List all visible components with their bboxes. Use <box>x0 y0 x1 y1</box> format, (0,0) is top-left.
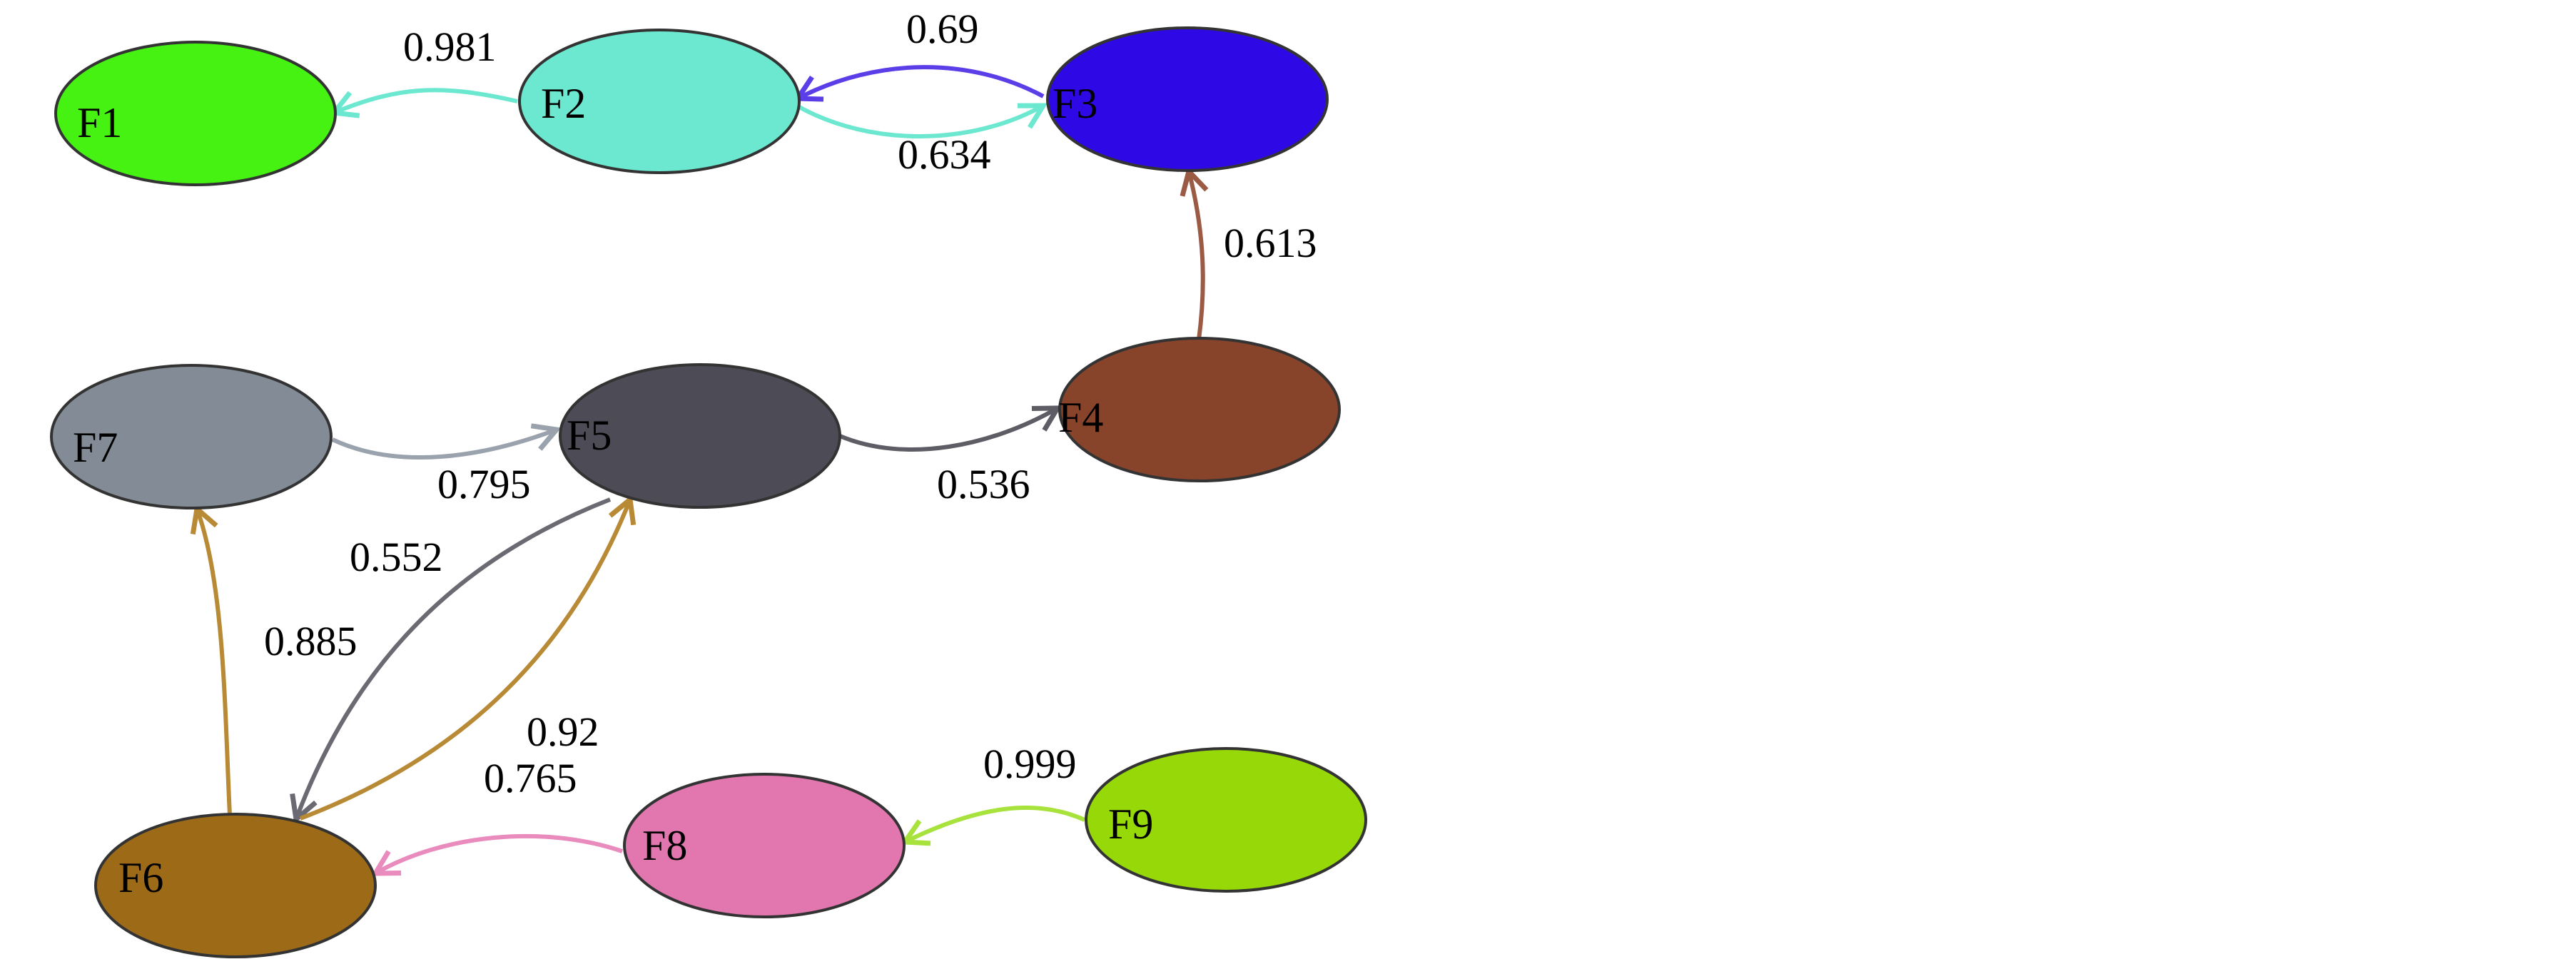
node-f9-ellipse <box>1085 747 1367 893</box>
node-f9-label: F9 <box>1108 801 1153 848</box>
node-f7-label: F7 <box>73 424 118 471</box>
edge-f8-to-f6 <box>375 833 623 873</box>
edge-weight-f5-to-f6: 0.552 <box>350 534 443 580</box>
edge-f2-to-f3 <box>798 106 1043 138</box>
edge-f6-to-f5 <box>299 499 630 821</box>
edge-weight-f9-to-f8: 0.999 <box>983 741 1077 787</box>
node-f8-ellipse <box>623 773 906 918</box>
node-f3-ellipse <box>1046 26 1329 172</box>
edge-f4-to-f3 <box>1189 171 1203 340</box>
node-f7-ellipse <box>50 364 333 509</box>
edge-f5-to-f4 <box>838 408 1058 452</box>
edge-weight-f7-to-f5: 0.795 <box>437 461 531 507</box>
edge-weight-f5-to-f4: 0.536 <box>937 461 1030 507</box>
edge-f9-to-f8 <box>905 806 1086 842</box>
node-f3-label: F3 <box>1053 80 1097 127</box>
node-f1-ellipse <box>54 41 337 186</box>
node-f9: F9 <box>1085 747 1367 893</box>
edge-labels-layer: 0.981 0.69 0.634 0.613 0.536 0.795 0.552 0.885 0… <box>264 6 1317 801</box>
edge-f2-to-f1 <box>334 88 518 113</box>
node-f8-label: F8 <box>642 822 687 869</box>
node-f1: F1 <box>54 41 337 186</box>
node-f6: F6 <box>94 813 377 958</box>
node-f6-ellipse <box>94 813 377 958</box>
node-f2-ellipse <box>518 29 801 174</box>
node-f4-label: F4 <box>1058 394 1103 441</box>
node-f6-label: F6 <box>118 854 163 901</box>
edges-layer <box>197 65 1203 873</box>
node-f2: F2 <box>518 29 801 174</box>
node-f2-label: F2 <box>541 80 586 127</box>
node-f5-ellipse <box>559 363 841 509</box>
node-f4: F4 <box>1058 337 1341 482</box>
edge-f7-to-f5 <box>331 430 557 460</box>
edge-f3-to-f2 <box>798 65 1045 98</box>
edge-weight-f8-to-f6: 0.765 <box>484 755 577 801</box>
node-f5: F5 <box>559 363 841 509</box>
edge-weight-f3-to-f2: 0.69 <box>906 6 979 52</box>
node-f3: F3 <box>1046 26 1329 172</box>
node-f1-label: F1 <box>77 99 122 146</box>
edge-weight-f4-to-f3: 0.613 <box>1224 220 1317 266</box>
edge-f6-to-f7 <box>197 509 232 816</box>
edge-weight-f2-to-f1: 0.981 <box>403 24 497 70</box>
node-f7: F7 <box>50 364 333 509</box>
edge-f5-to-f6 <box>296 497 612 819</box>
node-f8: F8 <box>623 773 906 918</box>
node-f5-label: F5 <box>567 412 612 459</box>
node-f4-ellipse <box>1058 337 1341 482</box>
edge-weight-f6-to-f7: 0.885 <box>264 618 358 664</box>
edge-weight-f2-to-f3: 0.634 <box>898 131 991 178</box>
edge-weight-f6-to-f5: 0.92 <box>527 709 599 755</box>
